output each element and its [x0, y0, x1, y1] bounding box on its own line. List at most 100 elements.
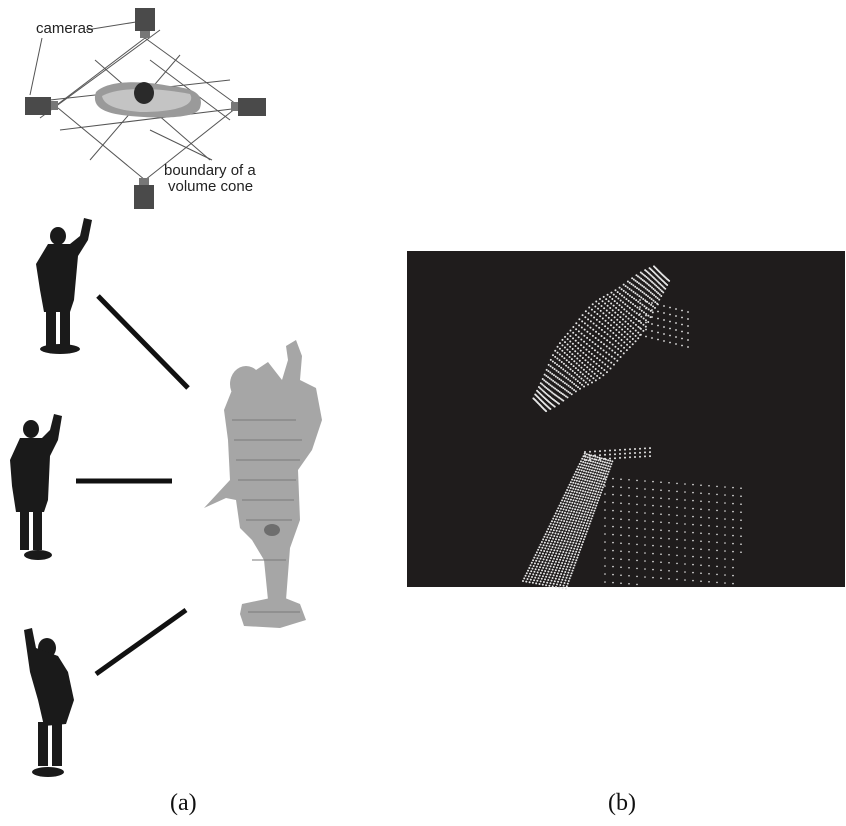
point: [552, 585, 554, 587]
point: [660, 561, 662, 563]
point: [651, 298, 653, 300]
point: [627, 287, 629, 289]
point: [582, 357, 584, 359]
point: [606, 468, 608, 470]
point: [581, 464, 583, 466]
point: [654, 289, 656, 291]
point: [591, 463, 593, 465]
point: [641, 304, 643, 306]
point: [692, 556, 694, 558]
point: [546, 565, 548, 567]
point: [563, 548, 565, 550]
point: [536, 551, 538, 553]
point: [613, 364, 615, 366]
point: [561, 531, 563, 533]
point: [579, 463, 581, 465]
point: [619, 321, 621, 323]
point: [600, 460, 602, 462]
point: [555, 569, 557, 571]
point: [560, 508, 562, 510]
point: [580, 371, 582, 373]
point: [587, 361, 589, 363]
point: [588, 509, 590, 511]
point: [652, 481, 654, 483]
point: [584, 505, 586, 507]
point: [600, 341, 602, 343]
point: [595, 300, 597, 302]
point: [578, 365, 580, 367]
point: [578, 336, 580, 338]
point: [644, 480, 646, 482]
point: [649, 455, 651, 457]
point: [619, 293, 621, 295]
point: [565, 560, 567, 562]
point: [604, 325, 606, 327]
point: [700, 516, 702, 518]
point: [610, 330, 612, 332]
point: [643, 286, 645, 288]
point: [586, 531, 588, 533]
point: [569, 558, 571, 560]
point: [563, 557, 565, 559]
point: [684, 563, 686, 565]
point: [596, 502, 598, 504]
point: [634, 456, 636, 458]
point: [533, 565, 535, 567]
point: [545, 576, 547, 578]
point: [582, 496, 584, 498]
point: [569, 356, 571, 358]
point: [568, 515, 570, 517]
point: [610, 319, 612, 321]
point: [575, 520, 577, 522]
point: [681, 331, 683, 333]
point: [687, 339, 689, 341]
point: [590, 314, 592, 316]
point: [584, 513, 586, 515]
point: [607, 465, 609, 467]
point: [559, 372, 561, 374]
point: [716, 566, 718, 568]
point: [565, 365, 567, 367]
point: [668, 514, 670, 516]
point: [740, 527, 742, 529]
point: [651, 330, 653, 332]
point: [594, 349, 596, 351]
point: [579, 549, 581, 551]
point: [598, 477, 600, 479]
point: [570, 368, 572, 370]
point: [577, 471, 579, 473]
point: [740, 519, 742, 521]
point: [636, 552, 638, 554]
point: [541, 578, 543, 580]
point: [589, 463, 591, 465]
point: [692, 524, 694, 526]
point: [602, 312, 604, 314]
point: [572, 542, 574, 544]
point: [605, 320, 607, 322]
point: [577, 483, 579, 485]
point: [648, 284, 650, 286]
point: [633, 316, 635, 318]
point: [547, 370, 549, 372]
point: [598, 497, 600, 499]
point: [572, 570, 574, 572]
point: [600, 477, 602, 479]
point: [582, 352, 584, 354]
point: [615, 296, 617, 298]
point: [620, 494, 622, 496]
point: [579, 532, 581, 534]
point: [608, 462, 610, 464]
point: [566, 383, 568, 385]
point: [645, 322, 647, 324]
point: [611, 350, 613, 352]
point: [604, 565, 606, 567]
point: [609, 458, 611, 460]
point: [627, 305, 629, 307]
point: [629, 288, 631, 290]
point: [586, 331, 588, 333]
point: [585, 502, 587, 504]
point: [601, 305, 603, 307]
point: [550, 534, 552, 536]
point: [554, 572, 556, 574]
point: [636, 560, 638, 562]
